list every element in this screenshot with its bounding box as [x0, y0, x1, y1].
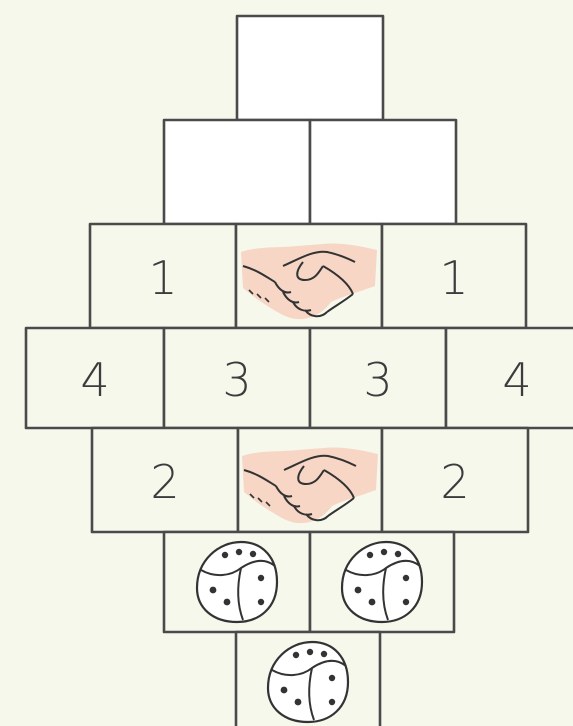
blank-cell — [164, 120, 310, 224]
board-cell-r4-c1: 4 — [26, 328, 164, 428]
board-cell-r4-c3: 3 — [310, 328, 446, 428]
board-cell-r5-c2 — [238, 428, 382, 532]
board-cell-r1-c1 — [237, 16, 383, 120]
cell-number: 2 — [440, 455, 469, 509]
blank-cell — [310, 120, 456, 224]
board-cell-r4-c4: 4 — [446, 328, 573, 428]
cell-number: 3 — [222, 353, 251, 407]
board-cell-r6-c2 — [310, 532, 454, 632]
board-cell-r7-c1 — [236, 632, 380, 726]
cell-number: 1 — [439, 251, 468, 305]
board-cell-r3-c1: 1 — [90, 224, 236, 328]
blank-cell — [237, 16, 383, 120]
cell-number: 4 — [502, 353, 531, 407]
board-cell-r3-c3: 1 — [382, 224, 526, 328]
cell-number: 4 — [80, 353, 109, 407]
board-cell-r3-c2 — [236, 224, 382, 328]
board-cell-r5-c3: 2 — [382, 428, 528, 532]
board-cell-r6-c1 — [164, 532, 310, 632]
board-cell-r5-c1: 2 — [92, 428, 238, 532]
cell-number: 1 — [148, 251, 177, 305]
board-cell-r4-c2: 3 — [164, 328, 310, 428]
board-cell-r2-c2 — [310, 120, 456, 224]
cell-number: 3 — [363, 353, 392, 407]
board-cell-r2-c1 — [164, 120, 310, 224]
cell-number: 2 — [150, 455, 179, 509]
